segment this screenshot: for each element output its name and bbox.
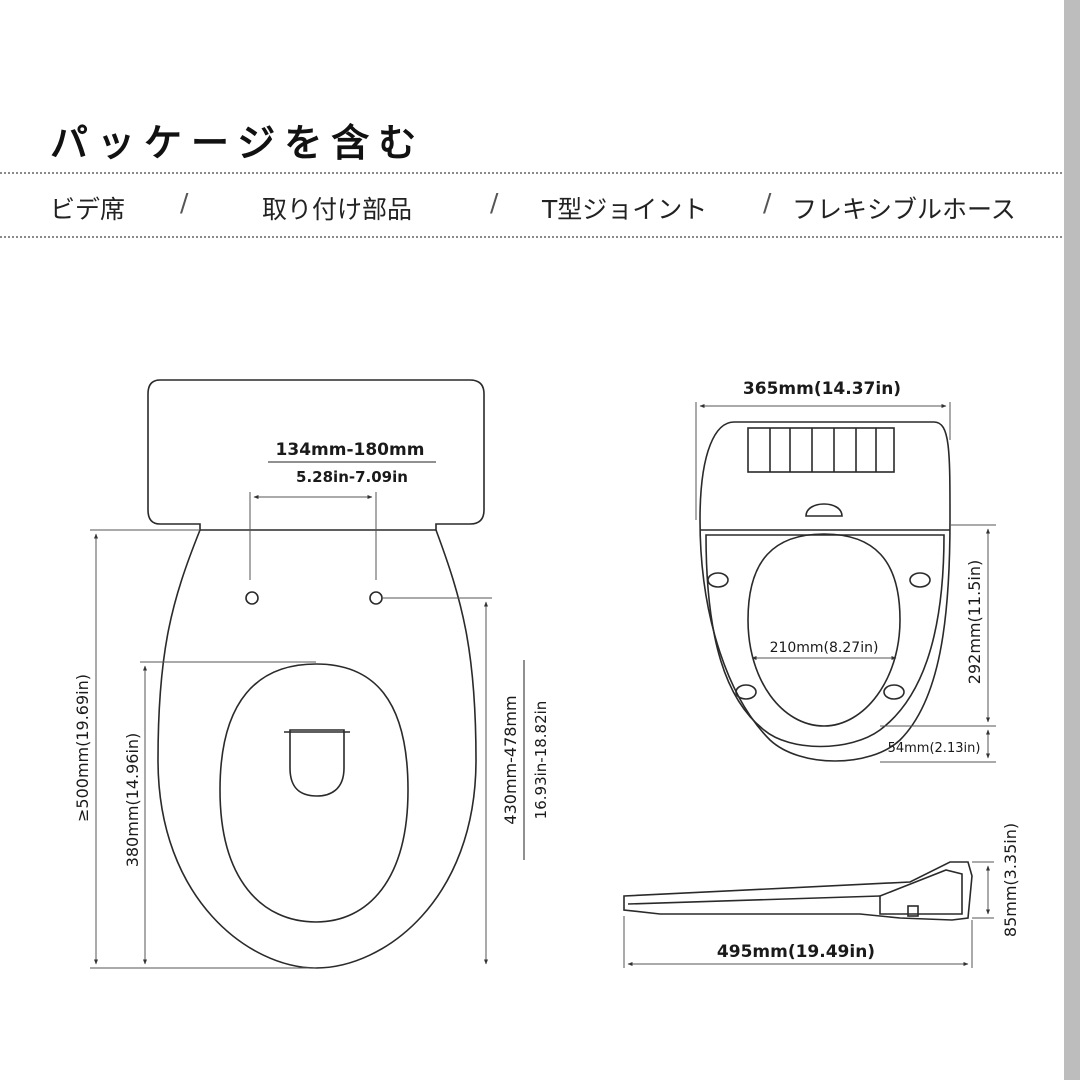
hole-to-front-mm-label: 430mm-478mm: [501, 695, 520, 824]
mounting-hole-left: [245, 591, 259, 605]
package-item-t-joint: T型ジョイント: [542, 195, 708, 224]
bowl-opening: [289, 729, 345, 797]
package-separator: /: [490, 188, 499, 217]
nozzle-cover: [805, 503, 843, 517]
right-edge-bar: [1064, 0, 1080, 1080]
opening-width-label: 210mm(8.27in): [770, 640, 879, 656]
seat-outline: [219, 663, 409, 923]
seat-top-dimension-labels: 365mm(14.37in) 210mm(8.27in) 292mm(11.5i…: [743, 379, 984, 756]
hole-spacing-mm-label: 134mm-180mm: [276, 440, 425, 460]
seat-opening: [747, 533, 901, 727]
package-separator: /: [763, 188, 772, 217]
opening-length-label: 292mm(11.5in): [965, 560, 984, 684]
total-length-label: ≥500mm(19.69in): [73, 674, 92, 822]
toilet-bowl-outline: [157, 529, 477, 969]
left-dimension-lines: [90, 461, 525, 969]
side-dimension-labels: 495mm(19.49in) 85mm(3.35in): [717, 823, 1020, 962]
left-dimension-labels: 134mm-180mm 5.28in-7.09in ≥500mm(19.69in…: [73, 440, 550, 867]
seat-bumper-top-right: [909, 572, 931, 588]
seat-body-outline: [699, 421, 951, 762]
seat-bumper-bottom-left: [735, 684, 757, 700]
seat-ring-inner: [705, 534, 945, 748]
seat-width-label: 365mm(14.37in): [743, 379, 901, 399]
mounting-hole-right: [369, 591, 383, 605]
bidet-seat-top-view: [699, 421, 951, 762]
seat-height-label: 85mm(3.35in): [1001, 823, 1020, 937]
package-item-flexible-hose: フレキシブルホース: [792, 195, 1016, 224]
bidet-seat-side-view: [623, 861, 973, 921]
seat-side-profile: [623, 861, 973, 921]
seat-bumper-bottom-right: [883, 684, 905, 700]
side-control-block: [879, 869, 963, 915]
seat-length-label: 495mm(19.49in): [717, 942, 875, 962]
hole-spacing-in-label: 5.28in-7.09in: [296, 468, 408, 486]
package-item-mounting-parts: 取り付け部品: [262, 195, 413, 224]
control-unit: [747, 427, 895, 473]
side-port: [907, 905, 919, 917]
bowl-length-label: 380mm(14.96in): [123, 733, 142, 868]
top-divider: [0, 172, 1062, 174]
page-title: パッケージを含む: [50, 121, 426, 165]
bottom-divider: [0, 236, 1062, 238]
seat-bumper-top-left: [707, 572, 729, 588]
front-rim-label: 54mm(2.13in): [888, 741, 981, 756]
side-dimension-lines: [623, 861, 994, 968]
package-separator: /: [180, 188, 189, 217]
hole-to-front-in-label: 16.93in-18.82in: [532, 701, 550, 820]
toilet-top-view: [147, 379, 485, 969]
seat-top-dimension-lines: [695, 402, 996, 763]
package-item-bidet-seat: ビデ席: [50, 195, 126, 224]
